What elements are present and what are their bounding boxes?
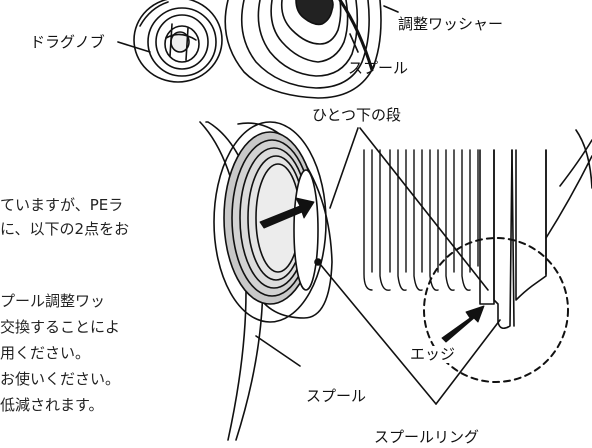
arrow-spool (259, 197, 315, 229)
drag-knob-leader (117, 41, 151, 53)
label-one-step-below: ひとつ下の段 (312, 106, 401, 124)
step-leader-1 (329, 127, 359, 209)
body-text-line-3: プール調整ワッ (0, 292, 106, 310)
label-adjust-washer: 調整ワッシャー (398, 15, 504, 33)
body-text-line-2: に、以下の2点をお (0, 220, 130, 238)
spool-top-illustration (224, 0, 399, 99)
spool-ring-leader-1 (319, 263, 437, 405)
step-leader-2 (359, 127, 489, 291)
spool-ring-leader-2 (435, 319, 501, 405)
label-spool-top: スプール (348, 59, 409, 77)
spool-top-leader (349, 33, 359, 53)
body-text-line-7: 低減されます。 (0, 396, 104, 414)
label-drag-knob: ドラグノブ (30, 33, 105, 51)
drag-knob-illustration (133, 0, 223, 83)
body-text-line-5: 用ください。 (0, 344, 91, 362)
edge-closeup-illustration (363, 129, 592, 383)
label-spool-ring: スプールリング (374, 428, 480, 446)
body-text-line-6: お使いください。 (0, 370, 121, 388)
label-edge: エッジ (408, 345, 458, 363)
body-text-line-4: 交換することによ (0, 318, 121, 336)
spool-bottom-leader (255, 335, 301, 367)
label-spool-bottom: スプール (306, 387, 367, 405)
body-text-line-1: ていますが、PEラ (0, 196, 124, 214)
arrow-edge (441, 305, 485, 343)
spool-side-illustration (199, 121, 333, 441)
